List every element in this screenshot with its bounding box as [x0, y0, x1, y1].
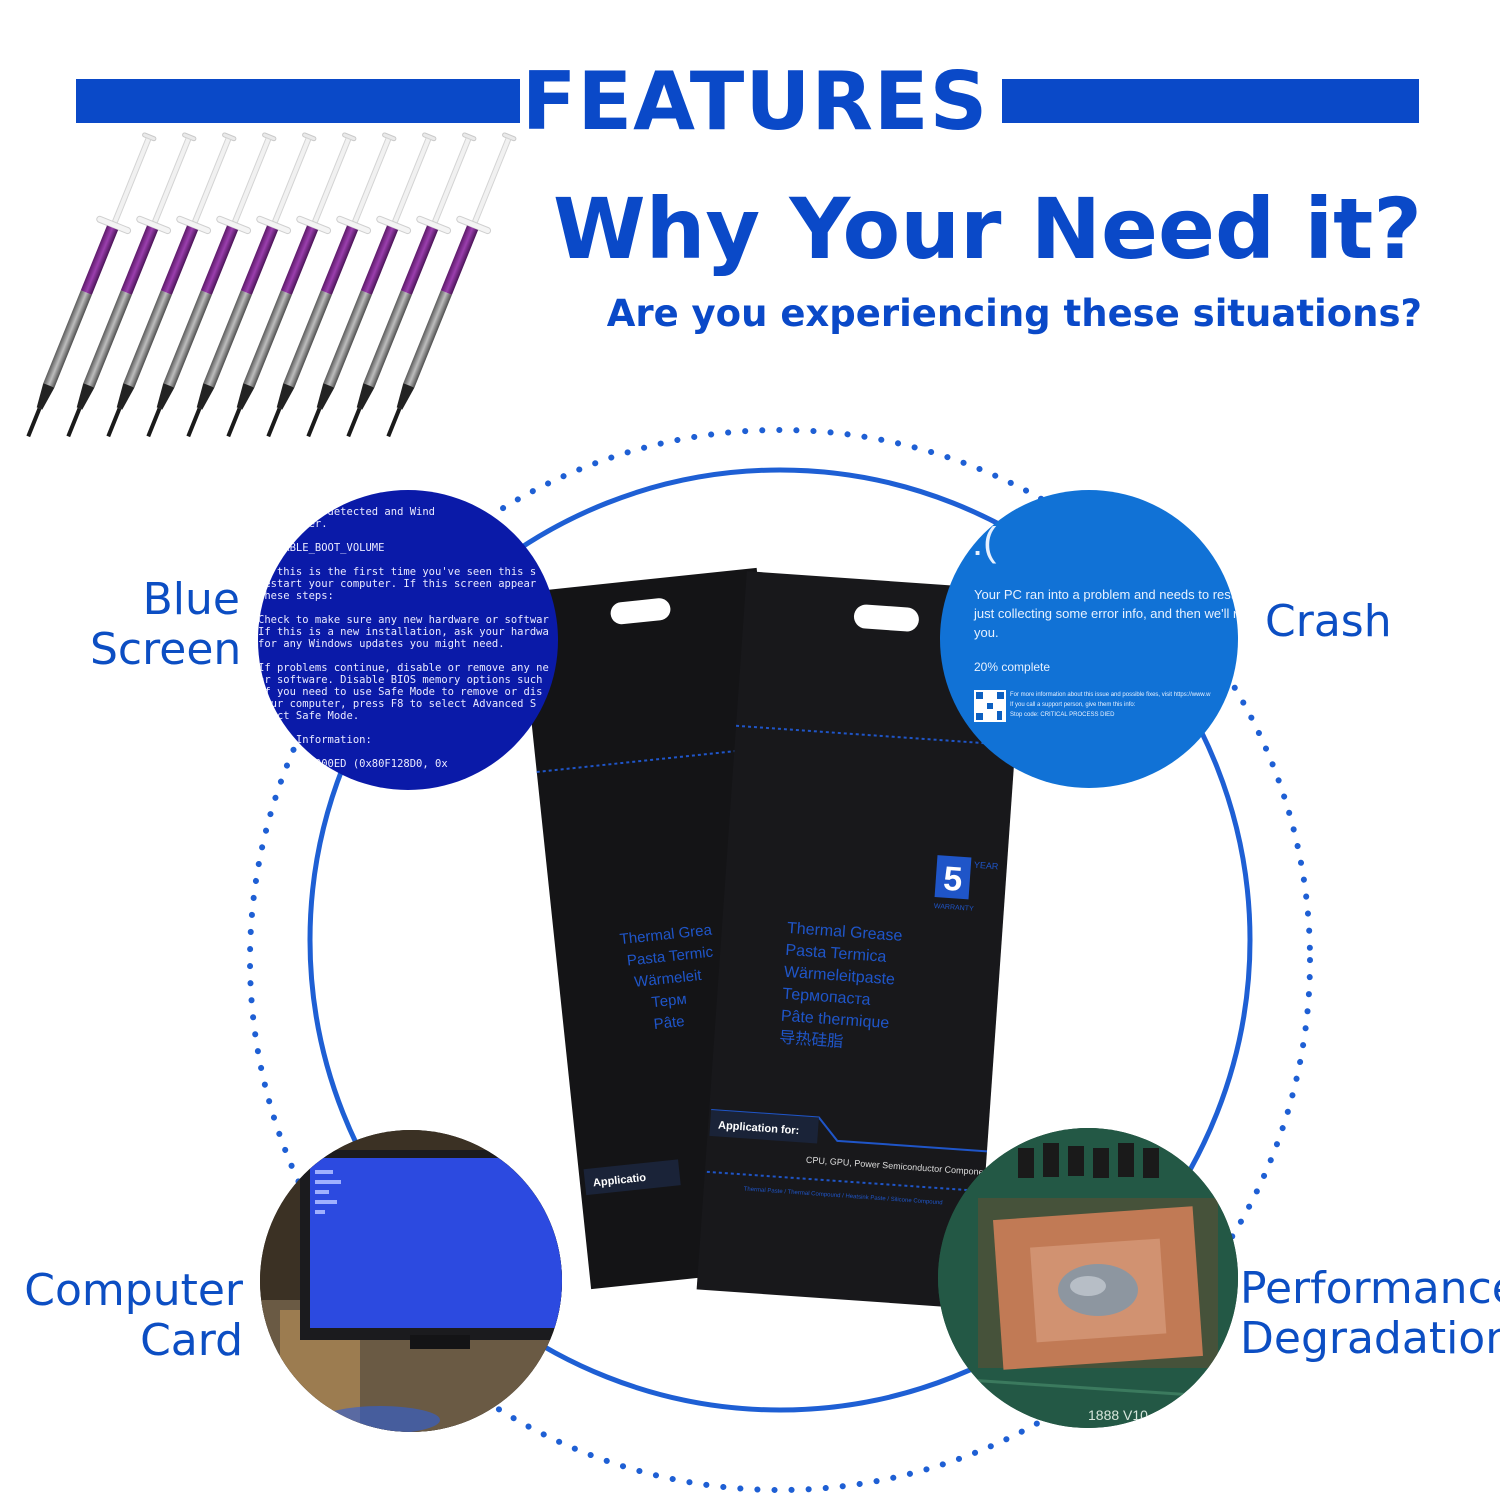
label-computer-card-line-1: Computer — [24, 1265, 243, 1316]
monitor-photo — [260, 1130, 562, 1432]
thermal-pouches: 5 YEAR WARRANTY Thermal Grease Pasta Ter… — [517, 567, 1027, 1309]
product-name-6: 导热硅脂 — [779, 1029, 844, 1051]
warranty-year: YEAR — [974, 860, 1000, 872]
warranty-label: WARRANTY — [934, 903, 975, 913]
crash-info-line-3: Stop code: CRITICAL PROCESS DIED — [1010, 712, 1115, 718]
label-blue-screen-line-1: Blue — [142, 574, 240, 625]
page-headline: Why Your Need it? — [552, 180, 1422, 278]
warranty-number: 5 — [942, 860, 964, 899]
features-title: FEATURES — [521, 55, 989, 148]
crash-screen-image: :( Your PC ran into a problem and needs … — [940, 490, 1238, 788]
bsod-text: has been detected and Wind computer. OUN… — [258, 506, 549, 770]
label-crash: Crash — [1265, 596, 1392, 647]
label-performance: Performance Degradation — [1240, 1263, 1500, 1364]
label-blue-screen: Blue Screen — [90, 574, 242, 675]
label-computer-card-line-2: Card — [140, 1315, 243, 1366]
header-bar-left — [76, 79, 520, 123]
label-performance-line-2: Degradation — [1240, 1313, 1500, 1364]
motherboard-photo: 1888 V10 — [938, 1128, 1238, 1428]
label-performance-line-1: Performance — [1240, 1263, 1500, 1314]
blue-screen-image: has been detected and Wind computer. OUN… — [258, 490, 558, 790]
crash-info: For more information about this issue an… — [1010, 690, 1238, 720]
back-product-name-4: Терм — [651, 991, 688, 1012]
application-label: Application for: — [718, 1120, 800, 1138]
back-product-name-5: Pâte — [653, 1013, 685, 1033]
board-text: 1888 V10 — [1088, 1407, 1148, 1423]
page-subheadline: Are you experiencing these situations? — [606, 292, 1422, 335]
computer-card-image — [260, 1130, 562, 1432]
label-blue-screen-line-2: Screen — [90, 624, 242, 675]
sad-face-icon: :( — [972, 520, 997, 564]
crash-info-line-1: For more information about this issue an… — [1010, 692, 1211, 698]
crash-info-line-2: If you call a support person, give them … — [1010, 702, 1136, 708]
label-computer-card: Computer Card — [15, 1266, 243, 1366]
crash-progress: 20% complete — [974, 660, 1051, 674]
performance-degradation-image: 1888 V10 — [938, 1128, 1238, 1428]
crash-message: Your PC ran into a problem and needs to … — [974, 587, 1238, 640]
qr-code-icon — [974, 690, 1006, 722]
back-application-label: Applicatio — [592, 1172, 646, 1190]
product-name-4: Термопаста — [782, 986, 871, 1009]
header-bar-right — [1002, 79, 1419, 123]
